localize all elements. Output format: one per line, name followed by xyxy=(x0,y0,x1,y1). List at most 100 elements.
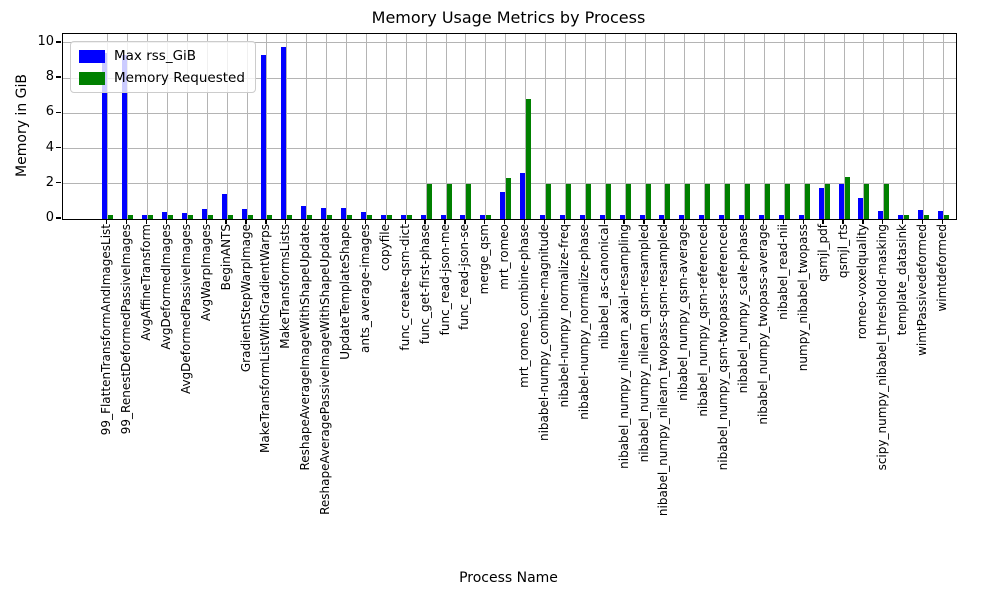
x-tick-mark xyxy=(125,219,128,224)
bar-max-rss xyxy=(599,214,605,219)
x-gridline xyxy=(226,34,228,219)
bar-max-rss xyxy=(758,214,764,219)
x-tick-label: nibabel-numpy_combine-magnitude xyxy=(537,224,551,442)
x-tick-mark xyxy=(862,219,864,224)
x-tick-mark xyxy=(623,219,625,224)
x-tick-mark xyxy=(722,219,725,224)
x-tick-mark xyxy=(643,219,645,224)
x-gridline xyxy=(923,34,925,219)
x-tick-label: nibabel_numpy_qsm-average xyxy=(676,224,691,401)
x-tick-label: GradientStepWarpImage xyxy=(238,224,253,373)
x-tick-mark xyxy=(902,219,904,224)
bar-memory-requested xyxy=(347,214,352,219)
bar-memory-requested xyxy=(924,214,930,219)
y-gridline xyxy=(63,77,956,79)
y-gridline xyxy=(63,148,956,150)
x-gridline xyxy=(584,34,586,219)
bar-memory-requested xyxy=(446,183,452,219)
bar-memory-requested xyxy=(287,214,293,219)
bar-memory-requested xyxy=(426,183,432,219)
bar-max-rss xyxy=(878,211,884,219)
x-tick-mark xyxy=(543,219,546,224)
x-gridline xyxy=(306,34,308,219)
x-tick-mark xyxy=(464,219,466,224)
x-tick-mark xyxy=(245,219,247,224)
x-tick-label: wimtdeformed xyxy=(935,224,949,312)
x-tick-label: nibabel_numpy_nilearn_twopass-qsm-resamp… xyxy=(656,224,671,517)
y-tick-mark xyxy=(56,111,61,113)
x-tick-label: 99_RenestDeformedPassiveImages xyxy=(119,224,134,435)
x-tick-label: template_datasink xyxy=(895,224,910,336)
x-tick-label: copyfile xyxy=(377,224,392,271)
bar-memory-requested xyxy=(267,214,273,219)
x-gridline xyxy=(744,34,745,219)
x-tick-mark xyxy=(364,219,367,224)
x-gridline xyxy=(763,34,765,219)
bar-memory-requested xyxy=(864,183,870,219)
x-tick-mark xyxy=(305,219,307,224)
y-tick-label: 4 xyxy=(45,139,54,155)
bar-max-rss xyxy=(918,210,924,219)
bar-max-rss xyxy=(739,214,744,219)
x-tick-mark xyxy=(762,219,765,224)
x-gridline xyxy=(624,34,626,219)
bar-memory-requested xyxy=(406,214,412,219)
bar-memory-requested xyxy=(585,183,591,219)
x-tick-label: romeo-voxelquality xyxy=(855,224,870,340)
x-tick-mark xyxy=(384,219,386,224)
bar-max-rss xyxy=(520,173,526,219)
bar-max-rss xyxy=(380,214,386,219)
y-tick-label: 10 xyxy=(37,33,54,49)
x-tick-label: MakeTransformListWithGradientWarps xyxy=(258,224,273,454)
bar-max-rss xyxy=(261,55,267,219)
legend-label-max-rss: Max rss_GiB xyxy=(114,48,197,64)
x-tick-mark xyxy=(842,219,844,224)
bar-memory-requested xyxy=(804,183,810,219)
x-gridline xyxy=(485,34,487,219)
x-gridline xyxy=(903,34,905,219)
x-tick-mark xyxy=(424,219,426,224)
bar-max-rss xyxy=(161,211,167,219)
bar-memory-requested xyxy=(824,183,830,219)
x-gridline xyxy=(405,34,407,219)
x-gridline xyxy=(166,34,168,219)
x-gridline xyxy=(644,34,646,219)
bar-memory-requested xyxy=(108,214,114,219)
x-gridline xyxy=(385,34,387,219)
x-tick-mark xyxy=(324,219,327,224)
bar-memory-requested xyxy=(227,214,233,219)
bar-max-rss xyxy=(838,183,844,219)
bar-max-rss xyxy=(719,214,725,219)
bar-max-rss xyxy=(440,214,446,219)
bar-max-rss xyxy=(241,209,247,219)
x-gridline xyxy=(147,34,148,219)
bar-max-rss xyxy=(281,47,287,219)
bar-memory-requested xyxy=(486,214,492,219)
x-gridline xyxy=(206,34,208,219)
x-tick-label: numpy_nibabel_twopass xyxy=(795,224,810,372)
x-gridline xyxy=(564,34,566,219)
x-gridline xyxy=(863,34,865,219)
bar-max-rss xyxy=(142,214,147,219)
x-tick-label: func_read-json-se xyxy=(457,224,472,330)
bar-memory-requested xyxy=(745,183,750,219)
x-tick-mark xyxy=(523,219,526,224)
x-tick-mark xyxy=(683,219,685,224)
bar-memory-requested xyxy=(844,176,850,219)
x-tick-label: scipy_numpy_nibabel_threshold-masking xyxy=(875,224,890,471)
bar-memory-requested xyxy=(784,183,790,219)
x-tick-label: ReshapeAverageImageWithShapeUpdate xyxy=(298,224,313,471)
x-tick-mark xyxy=(265,219,267,224)
x-tick-mark xyxy=(703,219,705,224)
x-tick-label: nibabel_numpy_twopass-average xyxy=(755,224,770,425)
bar-memory-requested xyxy=(148,214,153,219)
x-tick-mark xyxy=(782,219,784,224)
x-tick-label: ants_average-images xyxy=(357,224,372,353)
bar-max-rss xyxy=(181,212,187,219)
x-tick-label: func_read-json-me xyxy=(437,224,452,336)
y-tick-mark xyxy=(56,217,61,219)
bar-max-rss xyxy=(639,214,645,219)
x-tick-label: AvgWarpImages xyxy=(198,224,213,322)
x-tick-mark xyxy=(444,219,446,224)
